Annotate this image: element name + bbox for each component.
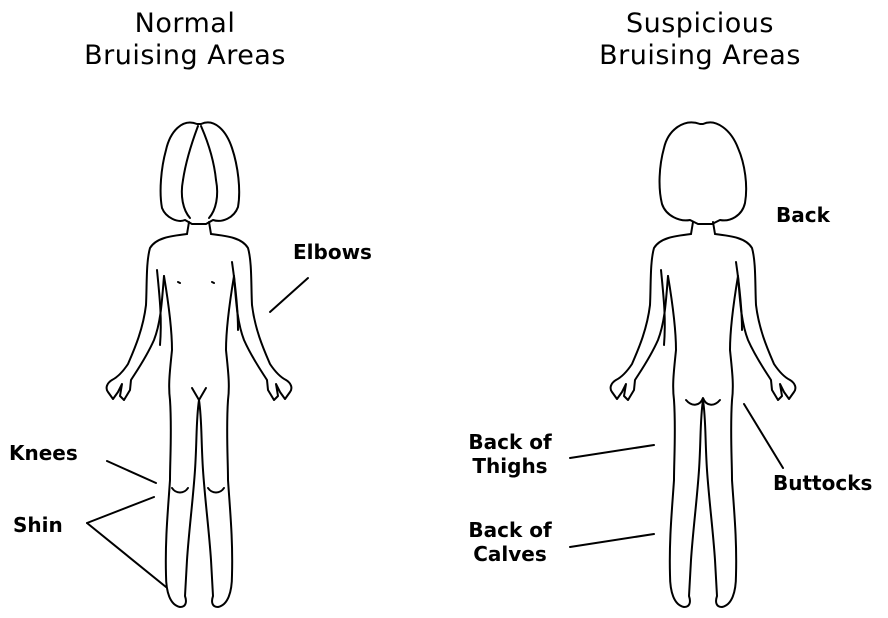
back-head-outline [660,122,747,224]
back-left-inner-arm [661,270,665,345]
back-right-torso [703,276,738,607]
back-of-calves-label: Back of Calves [455,518,565,566]
back-of-calves-line2: Calves [455,542,565,566]
back-left-arm-outline [611,234,691,400]
elbows-pointer [270,278,308,312]
front-kneecaps [172,488,224,493]
back-body-figure [611,122,796,607]
front-head-outline [161,122,240,224]
front-face-line [182,180,217,218]
shin-pointer-upper [87,497,154,523]
front-left-torso [164,276,199,607]
buttocks-pointer [744,404,783,468]
shin-pointer-lower [87,523,166,587]
front-left-arm-outline [107,234,187,400]
back-left-torso [668,276,703,607]
front-groin [192,388,206,400]
back-label: Back [776,203,830,227]
front-hair-part [183,126,216,180]
knees-label: Knees [9,441,78,465]
back-of-calves-pointer [570,534,654,547]
front-body-figure [107,122,292,607]
elbows-label: Elbows [293,240,372,264]
front-chest-marks [178,282,214,283]
back-of-thighs-line2: Thighs [455,454,565,478]
back-of-calves-line1: Back of [455,518,565,542]
back-of-thighs-label: Back of Thighs [455,430,565,478]
front-left-inner-arm [157,270,161,345]
back-of-thighs-line1: Back of [455,430,565,454]
back-of-thighs-pointer [570,445,654,458]
buttocks-label: Buttocks [773,471,872,495]
knees-pointer [107,461,156,483]
front-right-torso [199,276,234,607]
back-right-arm-outline [715,234,795,400]
shin-label: Shin [13,513,63,537]
front-right-arm-outline [211,234,291,400]
